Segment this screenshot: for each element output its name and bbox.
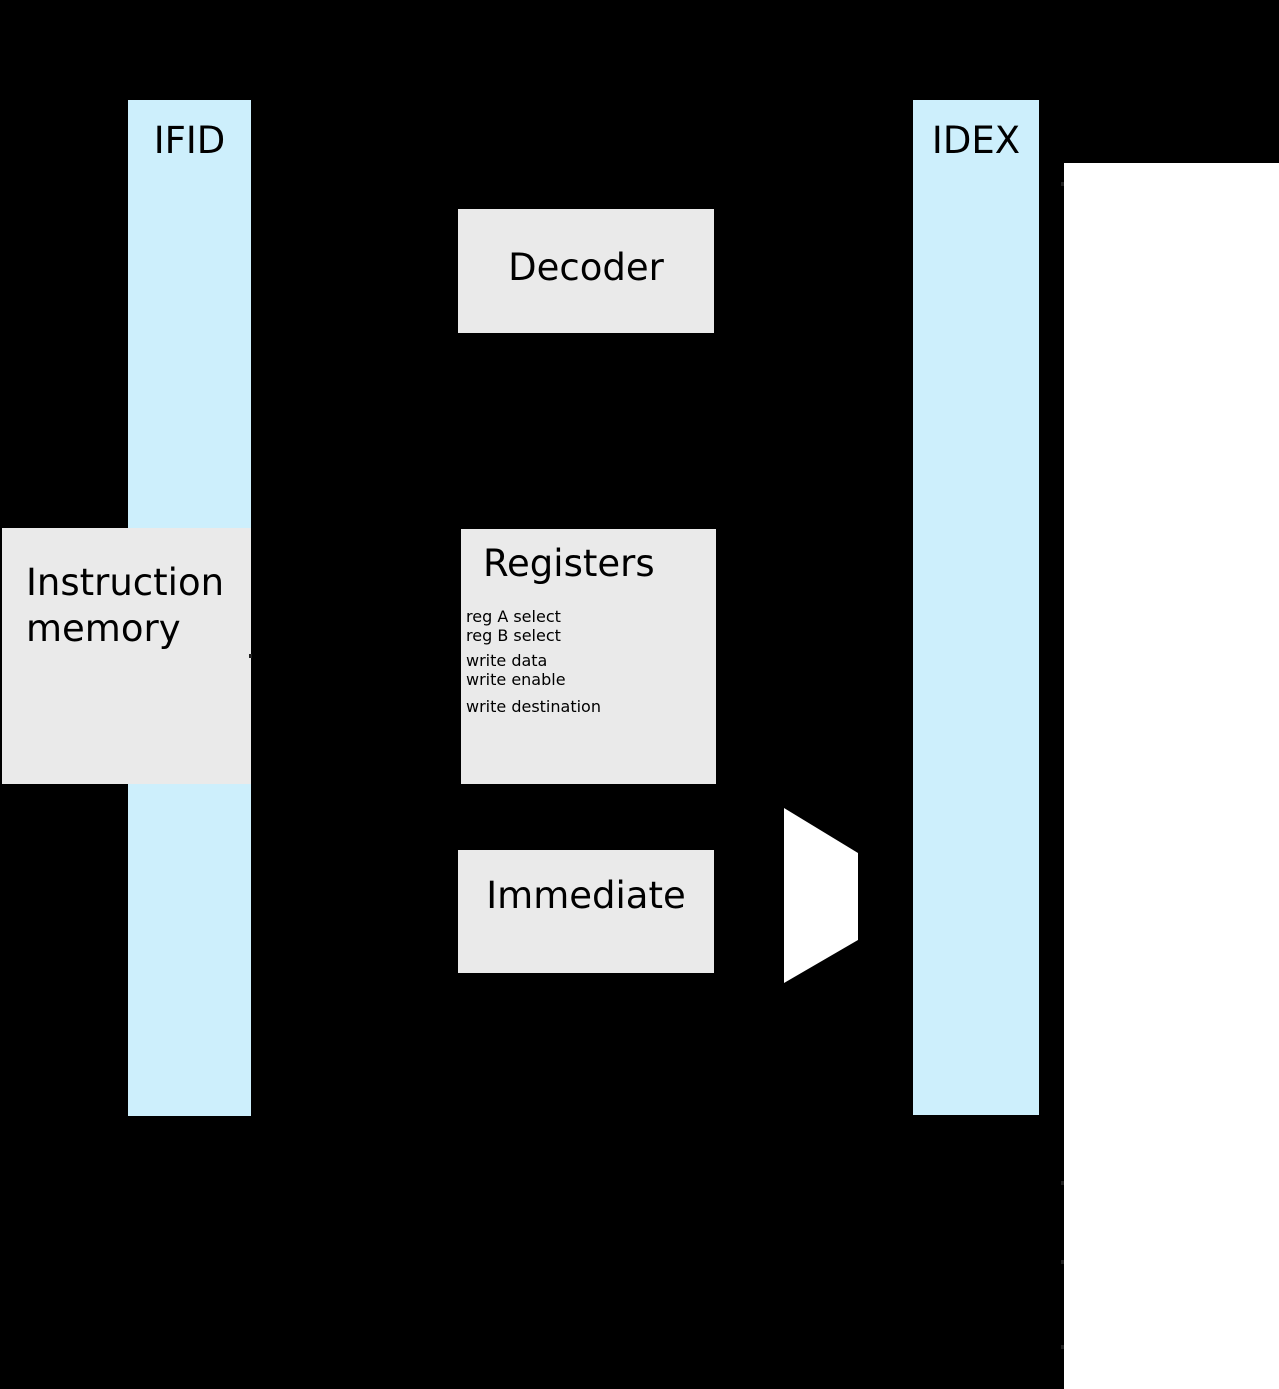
- connector-tick-right-0: [1061, 182, 1064, 186]
- unit-registers-label: Registers: [483, 542, 655, 585]
- registers-signal-reg-a-select: reg A select: [466, 607, 561, 626]
- connector-tick-right-3: [1061, 1345, 1064, 1349]
- unit-instruction-memory-label: Instruction memory: [26, 561, 225, 651]
- registers-signal-list: reg A select reg B select write data wri…: [466, 609, 716, 715]
- pipeline-register-idex[interactable]: IDEX: [913, 100, 1039, 1115]
- unit-immediate-label: Immediate: [486, 874, 686, 917]
- pipeline-register-ifid-label: IFID: [153, 119, 226, 162]
- connector-tick-imem-right: [249, 654, 252, 658]
- registers-signal-write-destination: write destination: [466, 697, 601, 716]
- registers-signal-reg-b-select: reg B select: [466, 626, 561, 645]
- connector-tick-right-2: [1061, 1260, 1064, 1264]
- unit-instruction-memory[interactable]: Instruction memory: [2, 528, 251, 784]
- connector-tick-right-1: [1061, 1181, 1064, 1185]
- unit-registers[interactable]: Registers reg A select reg B select writ…: [461, 529, 716, 784]
- registers-signal-write-data: write data: [466, 651, 548, 670]
- registers-signal-write-enable: write enable: [466, 670, 566, 689]
- multiplexer-shape[interactable]: [784, 808, 859, 983]
- unit-decoder-label: Decoder: [508, 246, 664, 289]
- pipeline-register-idex-label: IDEX: [931, 119, 1021, 162]
- multiplexer-icon: [784, 808, 858, 983]
- unit-immediate[interactable]: Immediate: [458, 850, 714, 973]
- unit-decoder[interactable]: Decoder: [458, 209, 714, 333]
